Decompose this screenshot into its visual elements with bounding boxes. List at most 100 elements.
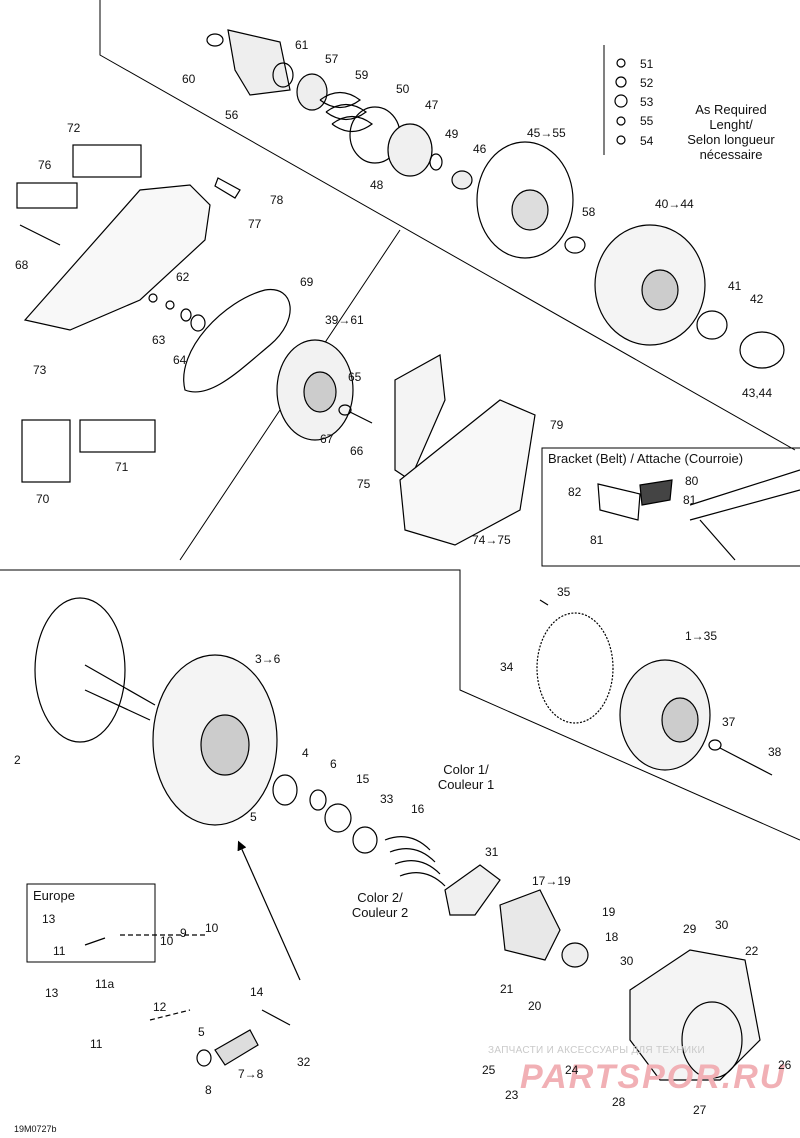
part-37-washer bbox=[708, 739, 722, 751]
part-39-hub bbox=[303, 371, 337, 413]
part-74-housing bbox=[399, 399, 536, 546]
part-22-governor bbox=[629, 949, 761, 1081]
part-16-spring bbox=[384, 836, 446, 887]
part-2-shaft bbox=[84, 664, 156, 721]
part-11-pin bbox=[84, 937, 106, 946]
watermark-text: ЗАПЧАСТИ И АКСЕССУАРЫ ДЛЯ ТЕХНИКИ bbox=[488, 1045, 705, 1056]
callout: 5 bbox=[250, 810, 257, 824]
leader-ops bbox=[120, 934, 205, 1021]
part-49-clip bbox=[429, 153, 443, 171]
part-82-bracket bbox=[597, 483, 641, 521]
callout: 69 bbox=[300, 275, 314, 289]
callout: 5 bbox=[198, 1025, 205, 1039]
callout: 62 bbox=[176, 270, 190, 284]
callout: 24 bbox=[565, 1063, 579, 1077]
part-22-hub bbox=[681, 1001, 743, 1079]
callout: 33 bbox=[380, 792, 394, 806]
callout: 17→19 bbox=[532, 874, 571, 888]
callout: 37 bbox=[722, 715, 736, 729]
decal-72 bbox=[72, 144, 142, 178]
callout: 46 bbox=[473, 142, 487, 156]
washers-62-64 bbox=[148, 293, 206, 332]
callout: 72 bbox=[67, 121, 81, 135]
part-73-belt-guard bbox=[23, 184, 211, 331]
part-43-cover bbox=[739, 331, 785, 369]
callout: 13 bbox=[45, 986, 59, 1000]
callout: 27 bbox=[693, 1103, 707, 1117]
part-68-pin bbox=[19, 224, 61, 246]
callout: 82 bbox=[568, 485, 582, 499]
part-47-sleeve bbox=[387, 123, 433, 177]
callout: 8 bbox=[205, 1083, 212, 1097]
part-69-drive-belt bbox=[183, 288, 291, 393]
arrow-to-center bbox=[237, 840, 301, 981]
callout: 76 bbox=[38, 158, 52, 172]
callout: 39→61 bbox=[325, 313, 364, 327]
callout: 42 bbox=[750, 292, 764, 306]
callout: 47 bbox=[425, 98, 439, 112]
callout: 53 bbox=[640, 95, 654, 109]
decal-70 bbox=[21, 419, 71, 483]
callout: 66 bbox=[350, 444, 364, 458]
europe-inset-frame bbox=[26, 883, 156, 963]
part-45-sheave bbox=[476, 141, 574, 259]
frame-tube bbox=[689, 469, 800, 561]
callout: 81 bbox=[683, 493, 697, 507]
callout: 50 bbox=[396, 82, 410, 96]
color2-note: Color 2/ Couleur 2 bbox=[351, 890, 409, 920]
callout: 59 bbox=[355, 68, 369, 82]
part-58-washer bbox=[564, 236, 586, 254]
callout: 61 bbox=[295, 38, 309, 52]
callout: 22 bbox=[745, 944, 759, 958]
bracket-inset-frame bbox=[541, 447, 800, 567]
part-31-sleeve bbox=[444, 864, 501, 916]
callout: 9 bbox=[180, 926, 187, 940]
callout: 67 bbox=[320, 432, 334, 446]
callout: 18 bbox=[605, 930, 619, 944]
callout: 48 bbox=[370, 178, 384, 192]
callout: 2 bbox=[14, 753, 21, 767]
callout: 34 bbox=[500, 660, 514, 674]
callout: 45→55 bbox=[527, 126, 566, 140]
callout: 51 bbox=[640, 57, 654, 71]
part-8-washer bbox=[196, 1049, 212, 1067]
callout: 70 bbox=[36, 492, 50, 506]
callout: 11a bbox=[95, 977, 115, 991]
callout: 10 bbox=[160, 934, 174, 948]
callout: 25 bbox=[482, 1063, 496, 1077]
callout: 3→6 bbox=[255, 652, 281, 666]
part-59-spring bbox=[319, 91, 374, 133]
callout: 52 bbox=[640, 76, 654, 90]
callout: 12 bbox=[153, 1000, 167, 1014]
part-61-ring bbox=[272, 62, 294, 88]
part-46-bushing bbox=[451, 170, 473, 190]
watermark-logo: PARTSPOR.RU bbox=[520, 1058, 787, 1096]
callout: 65 bbox=[348, 370, 362, 384]
callout: 74→75 bbox=[472, 533, 511, 547]
part-56-cam bbox=[227, 29, 291, 96]
callout: 41 bbox=[728, 279, 742, 293]
callout: 31 bbox=[485, 845, 499, 859]
part-15-washer bbox=[324, 803, 352, 833]
part-41-ring bbox=[696, 310, 728, 340]
decal-71 bbox=[79, 419, 156, 453]
part-7-roller bbox=[214, 1029, 259, 1066]
callout: 79 bbox=[550, 418, 564, 432]
bracket-inset-title: Bracket (Belt) / Attache (Courroie) bbox=[548, 451, 744, 466]
callout: 7→8 bbox=[238, 1067, 264, 1081]
callout: 11 bbox=[90, 1037, 103, 1051]
callout: 4 bbox=[302, 746, 309, 760]
callout: 55 bbox=[640, 114, 654, 128]
part-14-pin bbox=[261, 1009, 291, 1026]
callout: 16 bbox=[411, 802, 425, 816]
callout: 6 bbox=[330, 757, 337, 771]
part-45-hub bbox=[511, 189, 549, 231]
callout: 21 bbox=[500, 982, 514, 996]
part-35-screw bbox=[539, 599, 549, 606]
callout: 77 bbox=[248, 217, 262, 231]
part-17-spider bbox=[499, 889, 561, 961]
decal-76 bbox=[16, 182, 78, 209]
section-divider-mid bbox=[0, 569, 800, 841]
callout: 10 bbox=[205, 921, 219, 935]
